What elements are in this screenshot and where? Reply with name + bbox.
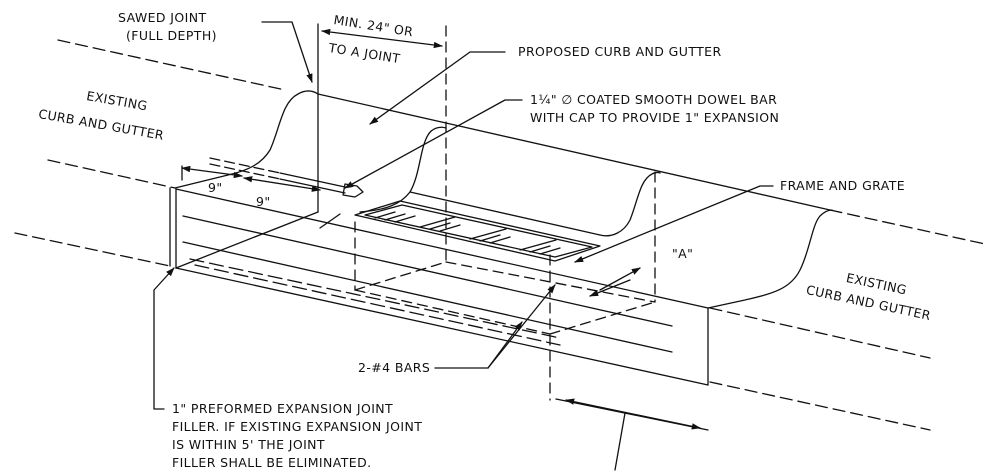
filler-note-line-1: 1" PREFORMED EXPANSION JOINT [172,401,394,416]
existing-curb-right-profile [707,209,833,309]
curb-back-top-edge [317,93,831,211]
catch-basin-hidden-lines [354,25,656,401]
sawed-joint-sub-label: (FULL DEPTH) [126,28,217,43]
leader-lines [153,21,774,410]
curb-profile-right [599,171,661,237]
reinforcing-bars [189,258,561,346]
min-24-dimension [321,28,443,49]
existing-curb-extension-lines [14,39,986,431]
gutter-front-top [175,188,709,309]
filler-note-line-3: IS WITHIN 5' THE JOINT [172,437,325,452]
filler-note-line-4: FILLER SHALL BE ELIMINATED. [172,455,372,470]
curb-profile-mid [359,126,447,213]
existing-curb-left-profile [174,90,319,189]
dowel-bar-label: 1¼" ∅ COATED SMOOTH DOWEL BAR [530,92,778,107]
dimension-a-label: "A" [672,246,694,261]
sawed-joint-label: SAWED JOINT [118,10,207,25]
gutter-bottom-edge [175,267,709,386]
frame-grate-label: FRAME AND GRATE [780,178,906,193]
gutter-back-edge [409,191,601,236]
proposed-curb-label: PROPOSED CURB AND GUTTER [518,44,722,59]
bars-label: 2-#4 BARS [358,360,431,375]
frame-and-grate [354,200,601,262]
dowel-dim-9-b: 9" [256,194,271,209]
dowel-dim-9-a: 9" [208,180,223,195]
dowel-bar [209,157,364,198]
width-dimension [555,398,709,471]
dowel-bar-sub-label: WITH CAP TO PROVIDE 1" EXPANSION [530,110,780,125]
filler-note-line-2: FILLER. IF EXISTING EXPANSION JOINT [172,419,423,434]
